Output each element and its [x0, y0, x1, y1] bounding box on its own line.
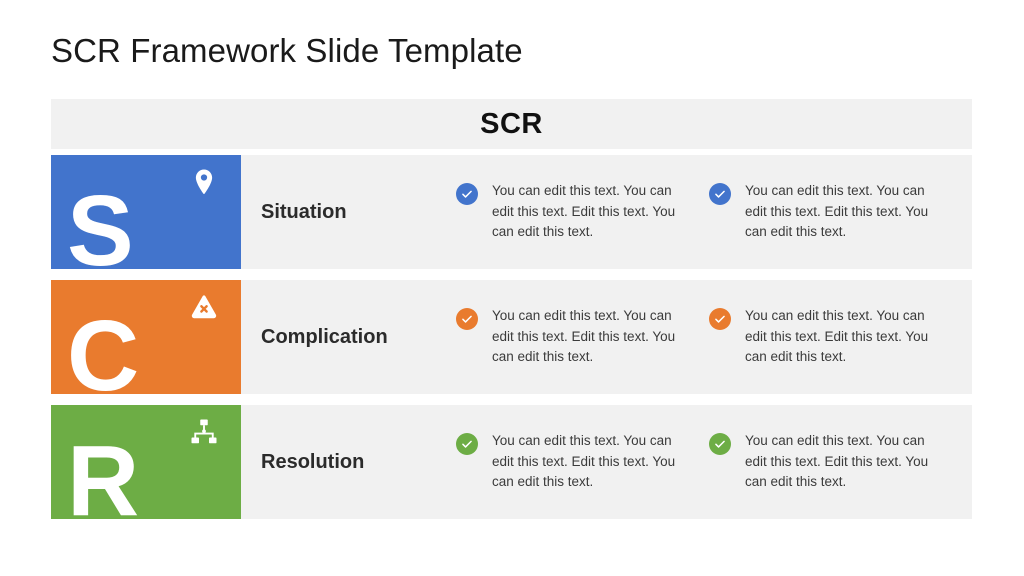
header-title: SCR — [480, 107, 543, 140]
row-label-complication: Complication — [261, 325, 388, 348]
scr-rows: S Situation You can edit this te — [51, 155, 972, 530]
page-title: SCR Framework Slide Template — [51, 32, 523, 69]
bullet-item: You can edit this text. You can edit thi… — [709, 306, 962, 368]
map-pin-icon — [189, 167, 219, 197]
scr-header-band: SCR — [51, 99, 972, 149]
bullets-situation: You can edit this text. You can edit thi… — [456, 155, 972, 269]
letter-block-complication: C — [51, 280, 241, 394]
check-circle-icon — [456, 308, 478, 331]
bullet-item: You can edit this text. You can edit thi… — [456, 181, 709, 243]
row-label-situation: Situation — [261, 200, 347, 223]
check-circle-icon — [709, 308, 731, 331]
letter-block-resolution: R — [51, 405, 241, 519]
bullets-complication: You can edit this text. You can edit thi… — [456, 280, 972, 394]
check-circle-icon — [456, 433, 478, 456]
bullet-item: You can edit this text. You can edit thi… — [456, 306, 709, 368]
check-circle-icon — [709, 183, 731, 206]
bullet-item: You can edit this text. You can edit thi… — [709, 181, 962, 243]
big-letter-s: S — [67, 175, 134, 269]
bullet-text: You can edit this text. You can edit thi… — [745, 183, 929, 240]
bullet-text: You can edit this text. You can edit thi… — [492, 308, 676, 365]
bullet-text: You can edit this text. You can edit thi… — [492, 433, 676, 490]
big-letter-r: R — [67, 425, 139, 519]
org-chart-icon — [189, 417, 219, 447]
bullets-resolution: You can edit this text. You can edit thi… — [456, 405, 972, 519]
big-letter-c: C — [67, 300, 139, 394]
scr-row-resolution[interactable]: R Resolution — [51, 405, 972, 519]
bullet-text: You can edit this text. You can edit thi… — [745, 433, 929, 490]
bullet-text: You can edit this text. You can edit thi… — [492, 183, 676, 240]
letter-block-situation: S — [51, 155, 241, 269]
scr-row-complication[interactable]: C Complication You can edit this — [51, 280, 972, 394]
warning-triangle-x-icon — [189, 292, 219, 322]
bullet-item: You can edit this text. You can edit thi… — [709, 431, 962, 493]
bullet-text: You can edit this text. You can edit thi… — [745, 308, 929, 365]
check-circle-icon — [456, 183, 478, 206]
scr-row-situation[interactable]: S Situation You can edit this te — [51, 155, 972, 269]
check-circle-icon — [709, 433, 731, 456]
bullet-item: You can edit this text. You can edit thi… — [456, 431, 709, 493]
row-label-resolution: Resolution — [261, 450, 365, 473]
